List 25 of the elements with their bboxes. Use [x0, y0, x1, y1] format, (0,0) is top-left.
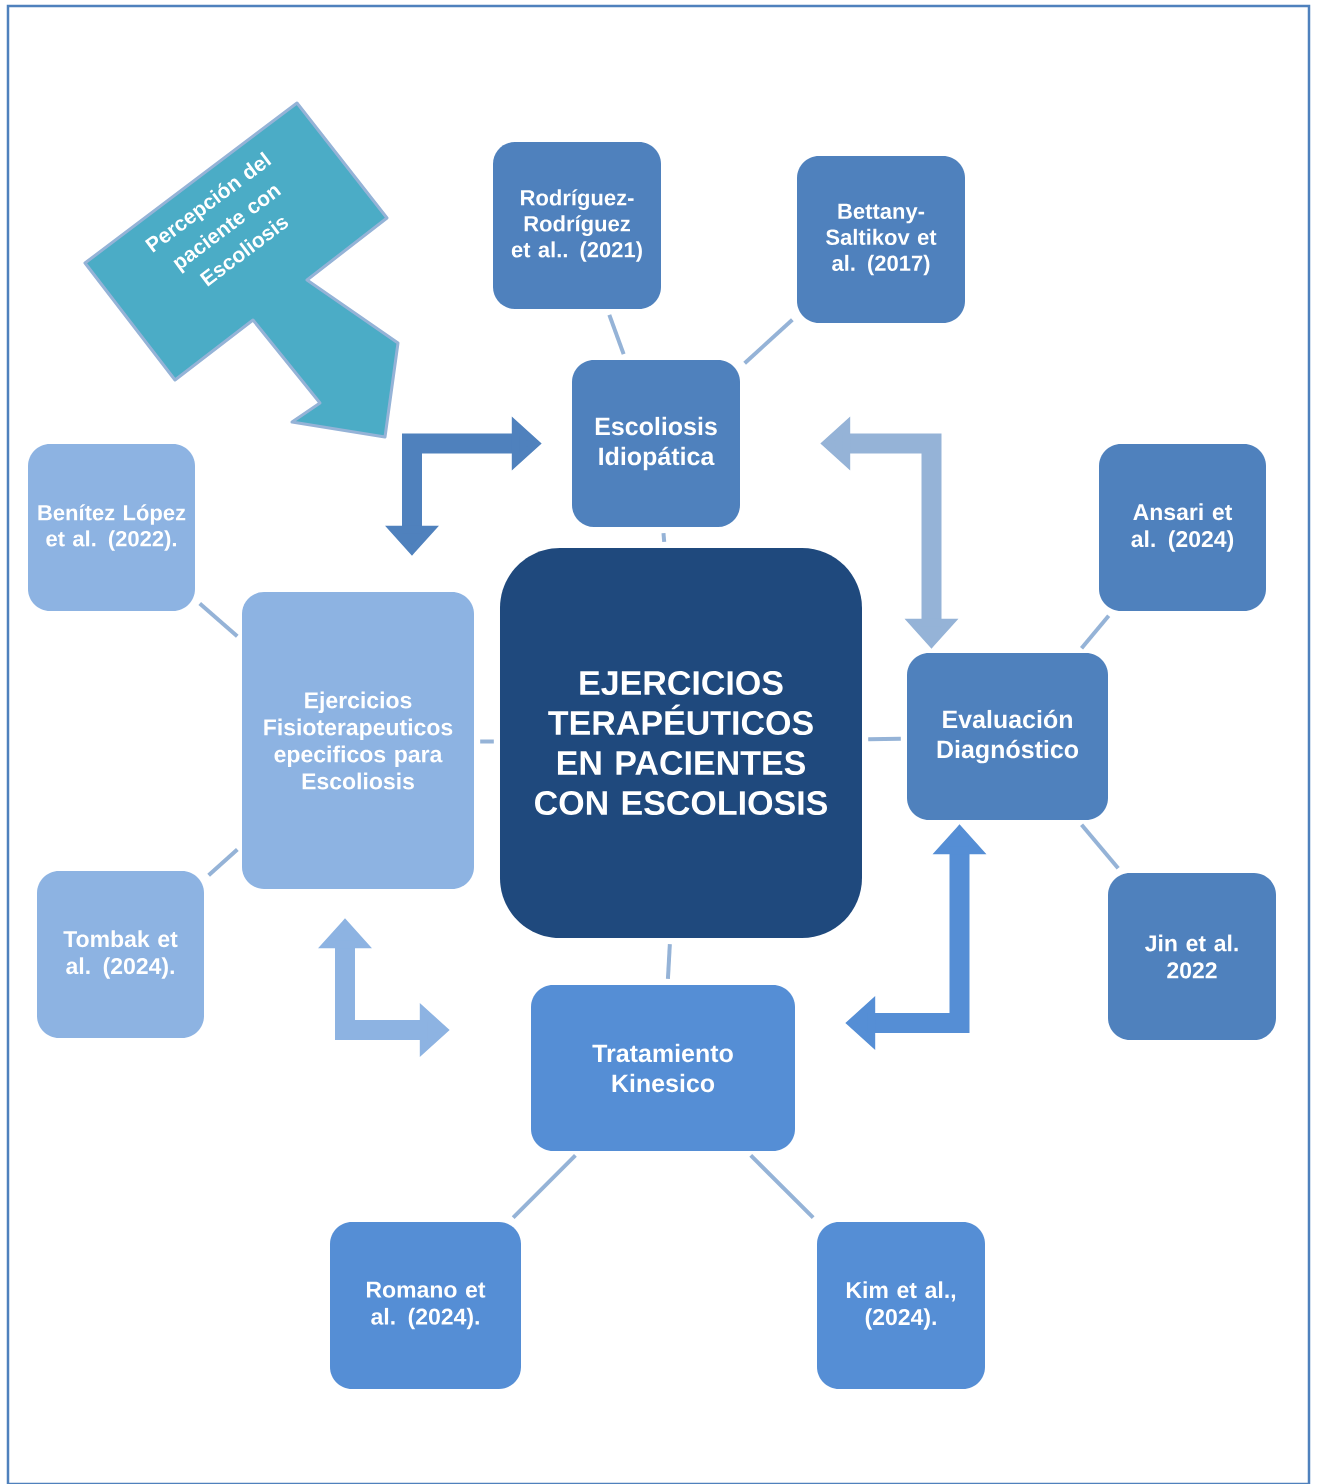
connector-line	[607, 314, 626, 355]
reference-box: Rodríguez-Rodríguez et al.. (2021)	[493, 142, 661, 309]
connector-line	[1080, 823, 1120, 870]
connector-line	[661, 533, 667, 542]
topic-box: Ejercicios Fisioterapeuticos epecificos para Escoliosis	[242, 592, 474, 889]
topic-box: Escoliosis Idiopática	[572, 360, 740, 527]
connector-line	[480, 739, 494, 744]
reference-box: Kim et al., (2024).	[817, 1222, 985, 1389]
connector-line	[749, 1154, 815, 1219]
connector-line	[511, 1154, 577, 1219]
reference-box: Romano et al. (2024).	[330, 1222, 521, 1389]
connector-line	[198, 602, 239, 638]
topic-box: Evaluación Diagnóstico	[907, 653, 1108, 820]
connector-line	[1080, 614, 1111, 650]
central-box: EJERCICIOS TERAPÉUTICOS EN PACIENTES CON ESCOLIOSIS	[500, 548, 862, 938]
reference-box: Tombak et al. (2024).	[37, 871, 204, 1038]
connector-line	[868, 736, 901, 742]
reference-box: Ansari et al. (2024)	[1099, 444, 1266, 611]
reference-box: Bettany-Saltikov et al. (2017)	[797, 156, 965, 323]
topic-box: Tratamiento Kinesico	[531, 985, 795, 1151]
connector-line	[665, 944, 672, 979]
connector-line	[207, 847, 239, 877]
connector-line	[743, 318, 794, 365]
reference-box: Jin et al. 2022	[1108, 873, 1276, 1040]
reference-box: Benítez López et al. (2022).	[28, 444, 195, 611]
